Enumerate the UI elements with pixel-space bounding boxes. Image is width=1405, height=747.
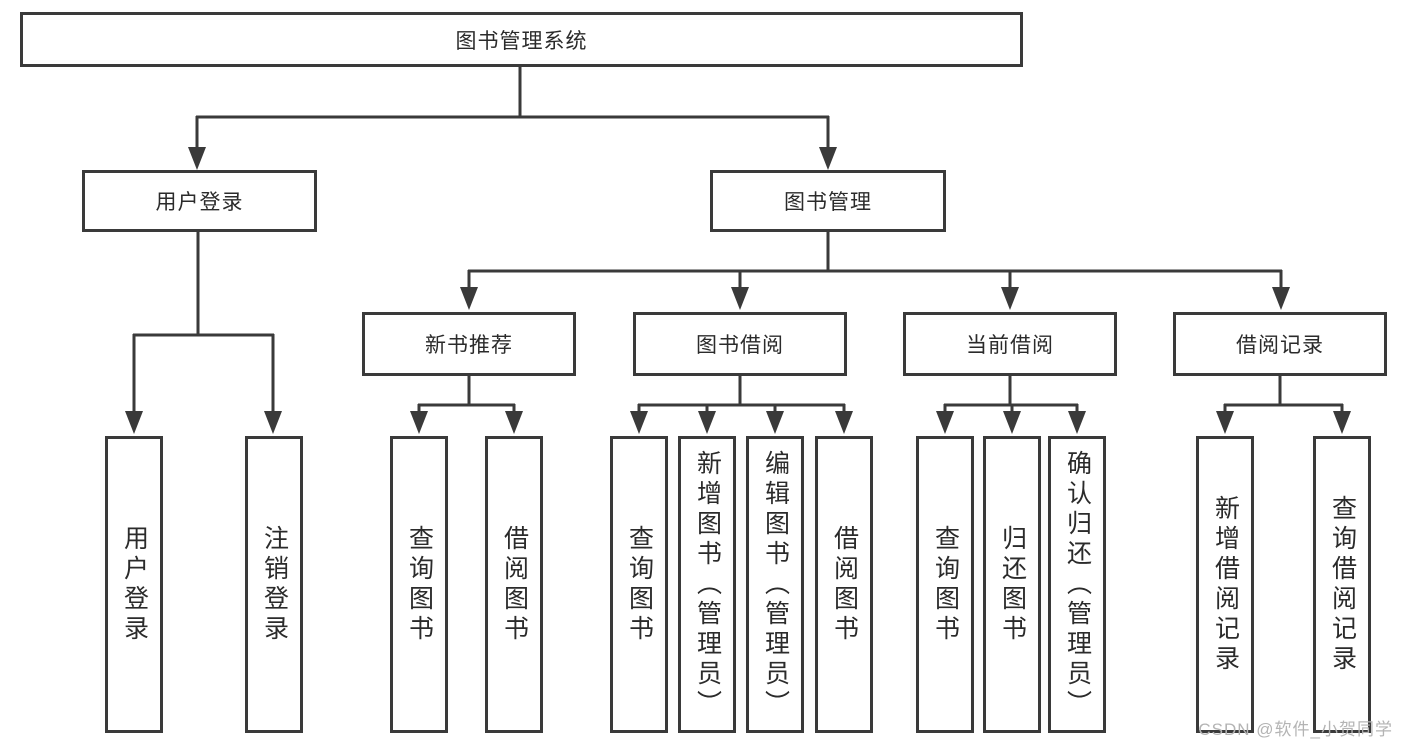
node-label: 新增图书（管理员） bbox=[693, 449, 722, 720]
node-label: 图书管理 bbox=[784, 191, 872, 214]
leaf-confirm-return-admin: 确认归还（管理员） bbox=[1048, 436, 1106, 733]
node-label: 图书借阅 bbox=[696, 334, 784, 357]
node-book-management: 图书管理 bbox=[710, 170, 946, 232]
leaf-add-book-admin: 新增图书（管理员） bbox=[678, 436, 736, 733]
node-user-login: 用户登录 bbox=[82, 170, 317, 232]
arrowhead-icon bbox=[505, 411, 523, 434]
leaf-edit-book-admin: 编辑图书（管理员） bbox=[746, 436, 804, 733]
arrowhead-icon bbox=[410, 411, 428, 434]
leaf-query-borrow-record: 查询借阅记录 bbox=[1313, 436, 1371, 733]
arrowhead-icon bbox=[1001, 287, 1019, 310]
arrowhead-icon bbox=[835, 411, 853, 434]
node-label: 借阅图书 bbox=[500, 524, 529, 645]
leaf-query-book-current: 查询图书 bbox=[916, 436, 974, 733]
arrowhead-icon bbox=[766, 411, 784, 434]
arrowhead-icon bbox=[1003, 411, 1021, 434]
leaf-query-book-recommend: 查询图书 bbox=[390, 436, 448, 733]
leaf-user-login: 用户登录 bbox=[105, 436, 163, 733]
node-label: 当前借阅 bbox=[966, 334, 1054, 357]
arrowhead-icon bbox=[1272, 287, 1290, 310]
node-book-borrow: 图书借阅 bbox=[633, 312, 847, 376]
node-library-management-system: 图书管理系统 bbox=[20, 12, 1023, 67]
leaf-borrow-book-recommend: 借阅图书 bbox=[485, 436, 543, 733]
node-label: 查询借阅记录 bbox=[1328, 494, 1357, 675]
arrowhead-icon bbox=[819, 147, 837, 170]
node-label: 查询图书 bbox=[625, 524, 654, 645]
node-label: 注销登录 bbox=[260, 524, 289, 645]
arrowhead-icon bbox=[460, 287, 478, 310]
arrowhead-icon bbox=[630, 411, 648, 434]
arrowhead-icon bbox=[731, 287, 749, 310]
leaf-add-borrow-record: 新增借阅记录 bbox=[1196, 436, 1254, 733]
node-label: 确认归还（管理员） bbox=[1063, 449, 1092, 720]
arrowhead-icon bbox=[125, 411, 143, 434]
node-label: 借阅记录 bbox=[1236, 334, 1324, 357]
arrowhead-icon bbox=[936, 411, 954, 434]
node-label: 查询图书 bbox=[405, 524, 434, 645]
node-current-borrow: 当前借阅 bbox=[903, 312, 1117, 376]
node-label: 新书推荐 bbox=[425, 334, 513, 357]
node-label: 查询图书 bbox=[931, 524, 960, 645]
node-label: 归还图书 bbox=[998, 524, 1027, 645]
arrowhead-icon bbox=[188, 147, 206, 170]
node-new-book-recommend: 新书推荐 bbox=[362, 312, 576, 376]
node-label: 用户登录 bbox=[155, 191, 244, 214]
leaf-logout: 注销登录 bbox=[245, 436, 303, 733]
leaf-query-book-borrow: 查询图书 bbox=[610, 436, 668, 733]
node-label: 借阅图书 bbox=[830, 524, 859, 645]
node-borrow-record: 借阅记录 bbox=[1173, 312, 1387, 376]
arrowhead-icon bbox=[698, 411, 716, 434]
node-label: 用户登录 bbox=[120, 524, 149, 645]
arrowhead-icon bbox=[1216, 411, 1234, 434]
arrowhead-icon bbox=[264, 411, 282, 434]
node-label: 图书管理系统 bbox=[455, 29, 588, 53]
node-label: 编辑图书（管理员） bbox=[761, 449, 790, 720]
arrowhead-icon bbox=[1333, 411, 1351, 434]
leaf-return-book: 归还图书 bbox=[983, 436, 1041, 733]
arrowhead-icon bbox=[1068, 411, 1086, 434]
watermark: CSDN @软件_小贺同学 bbox=[1198, 720, 1393, 739]
leaf-borrow-book: 借阅图书 bbox=[815, 436, 873, 733]
node-label: 新增借阅记录 bbox=[1211, 494, 1240, 675]
